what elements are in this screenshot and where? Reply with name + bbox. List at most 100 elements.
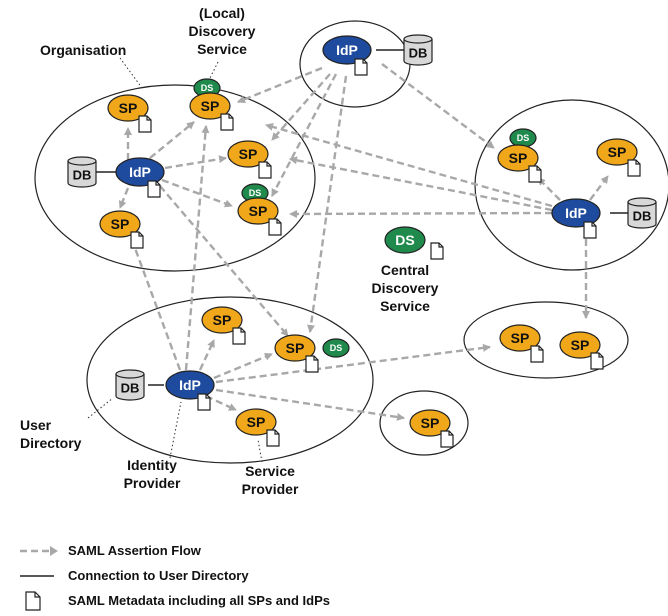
assertion-flow-arrow — [381, 63, 495, 149]
identity-provider-label-line-1: Identity — [127, 457, 177, 473]
metadata-document-icon — [138, 115, 152, 133]
discovery-service-label: DS — [201, 83, 214, 93]
assertion-flow-arrow — [149, 121, 195, 159]
metadata-document-icon — [266, 429, 280, 447]
user-directory-connections — [96, 49, 628, 386]
assertion-flow-arrow — [589, 175, 609, 201]
assertion-flow-arrow — [118, 187, 130, 209]
user-directory-pointer — [87, 397, 114, 419]
identity-provider-node — [551, 198, 601, 228]
organisation-pointer — [119, 57, 143, 89]
service-provider-node — [235, 408, 277, 436]
metadata-document-icon — [430, 242, 444, 260]
local-ds-label-line-2: Discovery — [189, 23, 256, 39]
identity-provider-label-line-2: Provider — [124, 475, 181, 491]
right-organisation-group-outline — [474, 99, 668, 271]
local-ds-label-line-1: (Local) — [199, 5, 245, 21]
local-ds-label-line-3: Service — [197, 41, 247, 57]
discovery-service-label: DS — [517, 133, 530, 143]
assertion-flow-arrow — [271, 73, 331, 141]
local-ds-pointer — [208, 61, 219, 81]
legend-metadata-text: SAML Metadata including all SPs and IdPs — [68, 593, 330, 608]
central-ds-label-line-2: Discovery — [372, 280, 439, 296]
metadata-document-icon — [583, 221, 597, 239]
metadata-document-icon — [147, 180, 161, 198]
service-provider-label-line-2: Provider — [242, 481, 299, 497]
service-provider-node — [559, 331, 601, 359]
metadata-document-icon — [220, 113, 234, 131]
assertion-flow-arrow — [161, 178, 233, 208]
service-provider-node — [201, 306, 243, 334]
user-directory-label-line-2: Directory — [20, 435, 82, 451]
service-provider-label: SP — [201, 98, 220, 114]
metadata-document-icon — [627, 159, 641, 177]
metadata-document-icon — [590, 352, 604, 370]
service-provider-node — [499, 324, 541, 352]
service-provider-label: SP — [239, 146, 258, 162]
bottom-organisation-group-outline — [86, 296, 374, 464]
user-directory-label-line-1: User — [20, 417, 52, 433]
identity-provider-label: IdP — [336, 42, 358, 58]
metadata-document-icon — [530, 345, 544, 363]
group-outlines — [34, 20, 668, 464]
identity-provider-label: IdP — [129, 164, 151, 180]
service-provider-node — [189, 92, 231, 120]
legend-directory-connection: Connection to User Directory — [18, 565, 658, 590]
user-directory-database — [115, 369, 145, 401]
document-icon — [25, 591, 41, 611]
service-provider-node — [274, 334, 316, 362]
organisation-group-outline — [34, 84, 316, 272]
metadata-document-icon — [440, 430, 454, 448]
service-provider-node — [107, 94, 149, 122]
metadata-document-icon — [232, 327, 246, 345]
assertion-flow-arrow — [307, 75, 348, 333]
service-provider-node — [227, 140, 269, 168]
service-provider-node — [596, 138, 638, 166]
legend-metadata: SAML Metadata including all SPs and IdPs — [18, 590, 658, 615]
service-provider-node — [99, 210, 141, 238]
central-ds-label-line-1: Central — [381, 262, 429, 278]
assertion-flow-arrow — [289, 209, 553, 218]
assertion-flow-arrow — [215, 343, 491, 384]
service-provider-label: SP — [286, 340, 305, 356]
database-label: DB — [73, 168, 92, 183]
service-provider-label: SP — [421, 415, 440, 431]
identity-provider-node — [115, 157, 165, 187]
metadata-document-icon — [197, 393, 211, 411]
service-provider-label: SP — [509, 150, 528, 166]
single-sp-group-outline — [379, 390, 469, 456]
identity-provider-label: IdP — [179, 377, 201, 393]
assertion-flow-arrow — [213, 352, 273, 380]
assertion-flow-arrow — [537, 177, 561, 201]
service-provider-label: SP — [249, 203, 268, 219]
metadata-document-icon — [130, 231, 144, 249]
service-provider-label-line-1: Service — [245, 463, 295, 479]
assertion-flow-arrow — [237, 66, 323, 104]
assertion-flow-arrow — [265, 123, 553, 208]
organisation-label: Organisation — [40, 42, 126, 58]
database-label: DB — [633, 209, 652, 224]
metadata-document-icon — [528, 165, 542, 183]
metadata-document-icon — [354, 58, 368, 76]
identity-provider-node — [165, 370, 215, 400]
user-directory-database — [627, 197, 657, 229]
assertion-flow-arrow — [130, 239, 182, 371]
assertion-flow-arrow — [164, 155, 227, 170]
two-sp-group-outline — [463, 301, 629, 379]
identity-provider-pointer — [169, 401, 182, 459]
service-provider-label: SP — [571, 337, 590, 353]
identity-provider-label: IdP — [565, 205, 587, 221]
discovery-service-node — [322, 338, 350, 358]
assertion-flow-arrow — [198, 339, 216, 371]
discovery-service-label: DS — [330, 343, 343, 353]
user-directory-database — [403, 34, 433, 66]
service-provider-node — [237, 197, 279, 225]
user-directory-database — [67, 156, 97, 188]
diagram-labels: Organisation (Local) Discovery Service C… — [20, 5, 439, 497]
metadata-document-icon — [305, 355, 319, 373]
service-provider-label: SP — [247, 414, 266, 430]
assertion-flow-arrow — [184, 125, 210, 371]
service-provider-label: SP — [608, 144, 627, 160]
service-provider-label: SP — [213, 312, 232, 328]
